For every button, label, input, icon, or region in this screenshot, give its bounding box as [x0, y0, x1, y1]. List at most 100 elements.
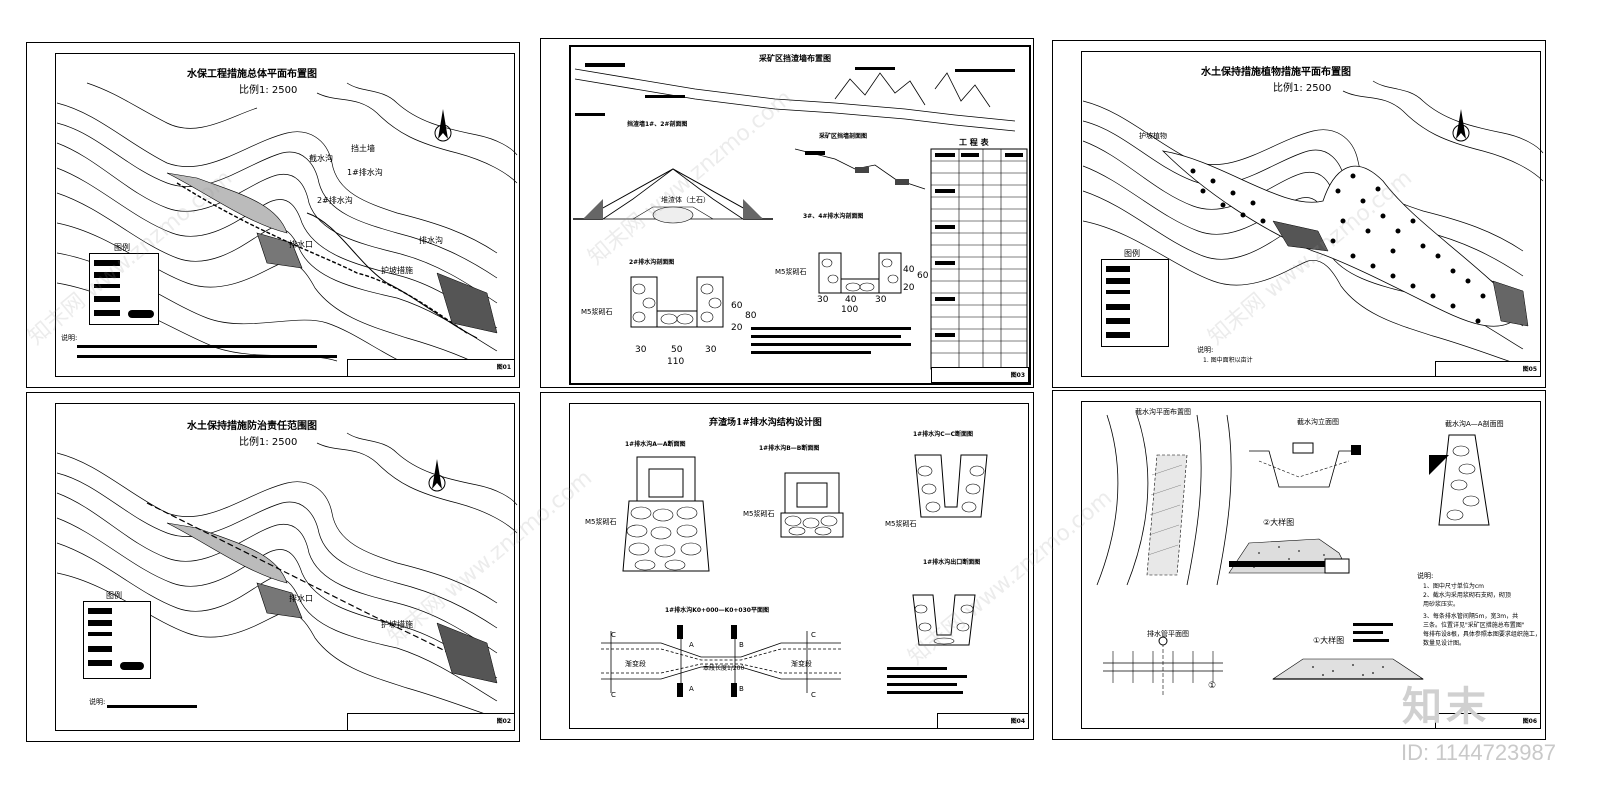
note-line: 1、图中尺寸单位为cm: [1423, 583, 1484, 590]
map-label: 排水口: [289, 240, 313, 249]
sheet-scale: 比例1: 2500: [1273, 83, 1332, 94]
map-label: 护坡措施: [381, 266, 413, 275]
title-block: 图03: [931, 367, 1029, 383]
map-label: 截水沟: [309, 154, 333, 163]
sheet-frame: [1081, 51, 1541, 377]
intercept-ditch-elevation: [1249, 442, 1361, 488]
north-arrow-icon: [434, 109, 452, 142]
intercept-ditch-plan: [1096, 414, 1232, 586]
section-title: 排水管平面图: [1147, 630, 1189, 638]
drawing-sheet-overall-plan: 水保工程措施总体平面布置图 比例1: 2500 截水沟 排水口 排水沟 护坡措施…: [26, 42, 520, 388]
ditch-title: 3#、4#排水沟剖面图: [803, 213, 864, 220]
sheet-scale: 比例1: 2500: [239, 85, 298, 96]
stone-label: M5浆砌石: [775, 268, 807, 276]
ditch-2-section: [630, 276, 724, 328]
note-line: 每排布设8根，具体参照本图要求组织施工，: [1423, 631, 1541, 638]
dim: 50: [671, 345, 683, 355]
note-line: 2、截水沟采用浆砌石支砌，砌顶: [1423, 592, 1511, 599]
sheet-title: 水土保持措施植物措施平面布置图: [1201, 67, 1351, 78]
drawing-sheet-drainage-ditch: 弃渣场1#排水沟结构设计图 1#排水沟A—A断面图 M5浆砌石 1#排水沟B—B…: [540, 392, 1034, 740]
stone-label: M5浆砌石: [885, 520, 917, 528]
plan-mark: B: [739, 641, 744, 649]
drawing-sheet-plant-measures: 水土保持措施植物措施平面布置图 比例1: 2500 护坡植物: [1052, 40, 1546, 388]
dim: 30: [875, 295, 887, 305]
ditch-section-a: [622, 456, 710, 572]
dim: 80: [745, 311, 757, 321]
drain-pipe-plan: [1103, 636, 1223, 697]
contour-map: [56, 432, 518, 719]
stone-label: M5浆砌石: [585, 518, 617, 526]
dim: 30: [635, 345, 647, 355]
plan-mark: C: [611, 691, 616, 699]
legend-title: 图例: [106, 591, 122, 600]
drawing-sheet-responsibility-range: 水土保持措施防治责任范围图 比例1: 2500 排水口 护坡措施 图例 说明:: [26, 392, 520, 742]
slope-section: [794, 148, 926, 190]
plan-mark: A: [689, 685, 694, 693]
note-line: 数量见设计图。: [1423, 640, 1466, 647]
sheet-title: 水土保持措施防治责任范围图: [187, 421, 317, 432]
note-line: 三条。位置详见"采矿区措施总布置图": [1423, 622, 1525, 629]
drawing-sheet-intercept-ditch: 截水沟平面布置图 截水沟立面图 截水沟A—A剖面图 ②大样图: [1052, 390, 1546, 740]
section-title: ②大样图: [1263, 518, 1295, 527]
ditch-section-c: [914, 454, 988, 518]
ditch-title: 2#排水沟剖面图: [629, 259, 675, 266]
segment-label: 渐变段: [625, 660, 646, 668]
legend-title: 图例: [1124, 249, 1140, 258]
section-title: 1#排水沟K0+000—K0+030平面图: [665, 607, 769, 614]
map-label: 护坡植物: [1139, 132, 1167, 140]
north-arrow-icon: [428, 459, 446, 492]
sheet-frame: [55, 403, 515, 731]
stone-label: M5浆砌石: [743, 510, 775, 518]
title-block: 图05: [1435, 361, 1541, 377]
section-title: 1#排水沟A—A断面图: [625, 441, 686, 448]
dim: 30: [705, 345, 717, 355]
plan-mark: C: [811, 631, 816, 639]
dim: 20: [731, 323, 743, 333]
ditch-34-section: [818, 252, 902, 294]
retaining-wall-section: [573, 168, 773, 224]
sheet-scale: 比例1: 2500: [239, 437, 298, 448]
plan-mark: C: [611, 631, 616, 639]
note-line: 3、每条排水管间隔5m，宽3m，共: [1423, 613, 1519, 620]
contour-map: [1082, 80, 1544, 367]
detail-2: [1228, 538, 1350, 574]
brand-logo: 知末: [1402, 684, 1490, 730]
ditch-outlet-section: [912, 594, 976, 646]
dim: 40: [903, 265, 915, 275]
notes-title: 说明:: [61, 334, 78, 342]
map-label: 2#排水沟: [317, 196, 353, 205]
section-title: 1#排水沟C—C断面图: [913, 431, 974, 438]
notes-title: 说明:: [1197, 346, 1214, 354]
legend: 图例: [83, 591, 151, 679]
section-title: 采矿区挡墙剖面图: [819, 133, 868, 140]
dim: 110: [667, 357, 685, 367]
dim: 20: [903, 283, 915, 293]
image-id-label: ID: 1144723987: [1401, 740, 1556, 765]
map-label: 挡土墙: [351, 144, 375, 153]
segment-label: 本段长度1/200: [703, 665, 745, 672]
sheet-title: 采矿区挡渣墙布置图: [759, 53, 831, 63]
section-title: ①大样图: [1313, 636, 1345, 645]
intercept-ditch-section: [1429, 434, 1490, 526]
title-block: 图01: [347, 359, 515, 377]
plan-mark: A: [689, 641, 694, 649]
dim: 100: [841, 305, 859, 315]
fill-label: 堆渣体（土石）: [661, 196, 710, 204]
detail-marker: ①: [1208, 681, 1217, 691]
legend: 图例: [1101, 249, 1169, 347]
sheet-title: 弃渣场1#排水沟结构设计图: [709, 418, 822, 428]
sheet-title: 水保工程措施总体平面布置图: [187, 69, 317, 80]
title-block: 图02: [347, 713, 515, 731]
sheet-frame: [1081, 401, 1541, 729]
map-label: 排水沟: [419, 236, 443, 245]
plan-mark: B: [739, 685, 744, 693]
segment-label: 渐变段: [791, 660, 812, 668]
note-line: 用砂浆压实。: [1423, 601, 1460, 608]
sheet-frame: [569, 45, 1031, 385]
map-label: 护坡措施: [381, 620, 413, 629]
notes-title: 说明:: [89, 698, 106, 706]
title-block: 图04: [937, 713, 1029, 729]
quantity-table: [930, 148, 1028, 370]
contour-map: [56, 82, 518, 374]
plan-mark: C: [811, 691, 816, 699]
